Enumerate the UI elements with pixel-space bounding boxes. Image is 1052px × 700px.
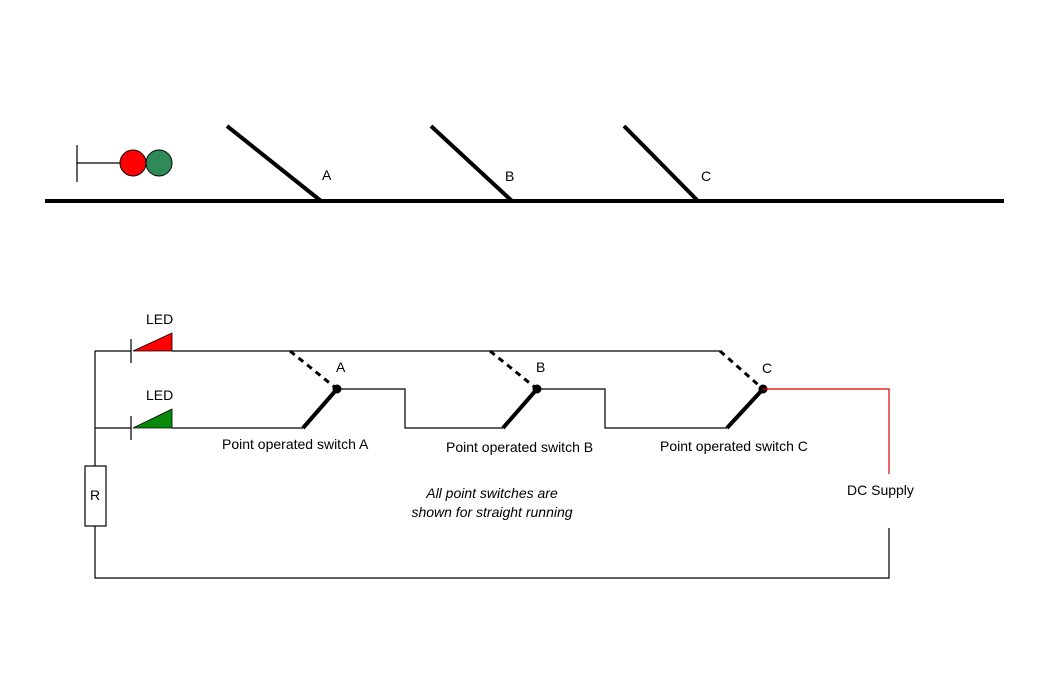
signal (76, 145, 173, 182)
switch-a-label: A (336, 359, 346, 375)
resistor-label: R (90, 487, 100, 503)
resistor: R (84, 465, 107, 527)
turnout-a (225, 124, 323, 203)
led-red-label: LED (146, 311, 173, 327)
switch-c-alt-contact (719, 349, 764, 391)
switch-b: B Point operated switch B (446, 349, 593, 455)
note-line-1: All point switches are (425, 485, 558, 501)
return-wire (94, 526, 890, 579)
switch-b-alt-contact (489, 349, 538, 391)
turnout-c-label: C (701, 168, 711, 184)
switch-c-label: C (762, 360, 772, 376)
switch-c-caption: Point operated switch C (660, 438, 808, 454)
switch-a-alt-contact (289, 349, 338, 391)
turnout-c (622, 124, 700, 203)
signal-red-aspect (119, 149, 147, 177)
supply-positive-wire (763, 388, 890, 474)
switch-a-caption: Point operated switch A (222, 436, 369, 452)
dc-supply-label: DC Supply (847, 482, 914, 498)
led-red-body (132, 332, 173, 352)
led-green-body (132, 408, 173, 429)
turnout-b-label: B (505, 168, 514, 184)
circuit: LED LED A Point operated switch A B Poin… (84, 311, 914, 579)
switch-c: C Point operated switch C (660, 349, 808, 454)
led-red: LED (130, 311, 173, 363)
wire-b-to-c (537, 388, 727, 429)
switch-b-label: B (536, 359, 545, 375)
note-line-2: shown for straight running (411, 504, 572, 520)
turnout-b (429, 124, 514, 203)
switch-a: A Point operated switch A (222, 349, 369, 452)
switch-b-caption: Point operated switch B (446, 439, 593, 455)
wire-a-to-b (337, 388, 503, 429)
resistor-body (84, 465, 107, 527)
switch-b-blade (501, 387, 539, 430)
signal-green-aspect (145, 149, 173, 177)
track-plan: A B C (45, 124, 1004, 203)
led-green-label: LED (146, 387, 173, 403)
turnout-a-label: A (322, 167, 332, 183)
led-green: LED (130, 387, 173, 440)
switch-c-blade (725, 387, 765, 430)
switch-a-blade (301, 387, 339, 430)
